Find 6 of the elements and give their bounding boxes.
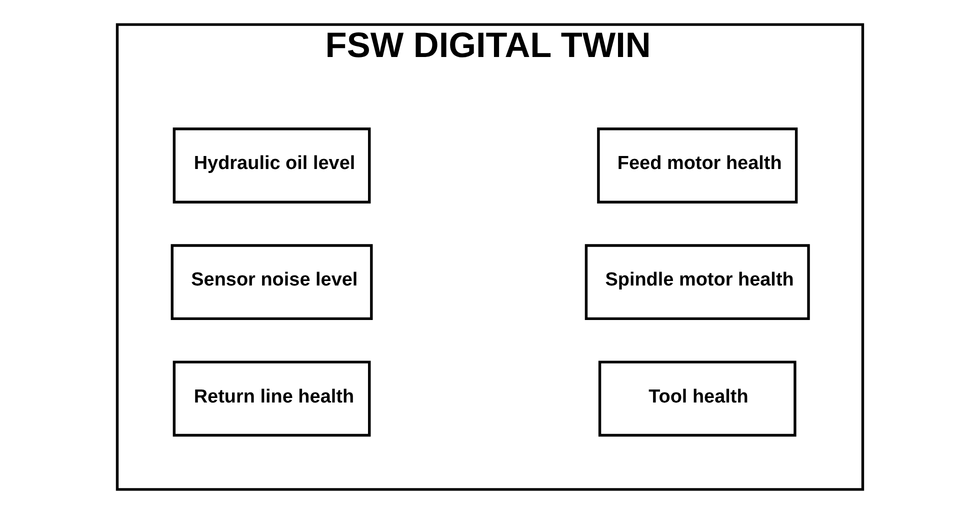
node-box: Hydraulic oil level	[172, 128, 370, 204]
node-box: Return line health	[172, 360, 370, 437]
node-box: Sensor noise level	[170, 244, 372, 320]
node-box: Feed motor health	[596, 128, 798, 204]
node-box: Spindle motor health	[584, 244, 810, 320]
node-box: Tool health	[598, 360, 796, 437]
